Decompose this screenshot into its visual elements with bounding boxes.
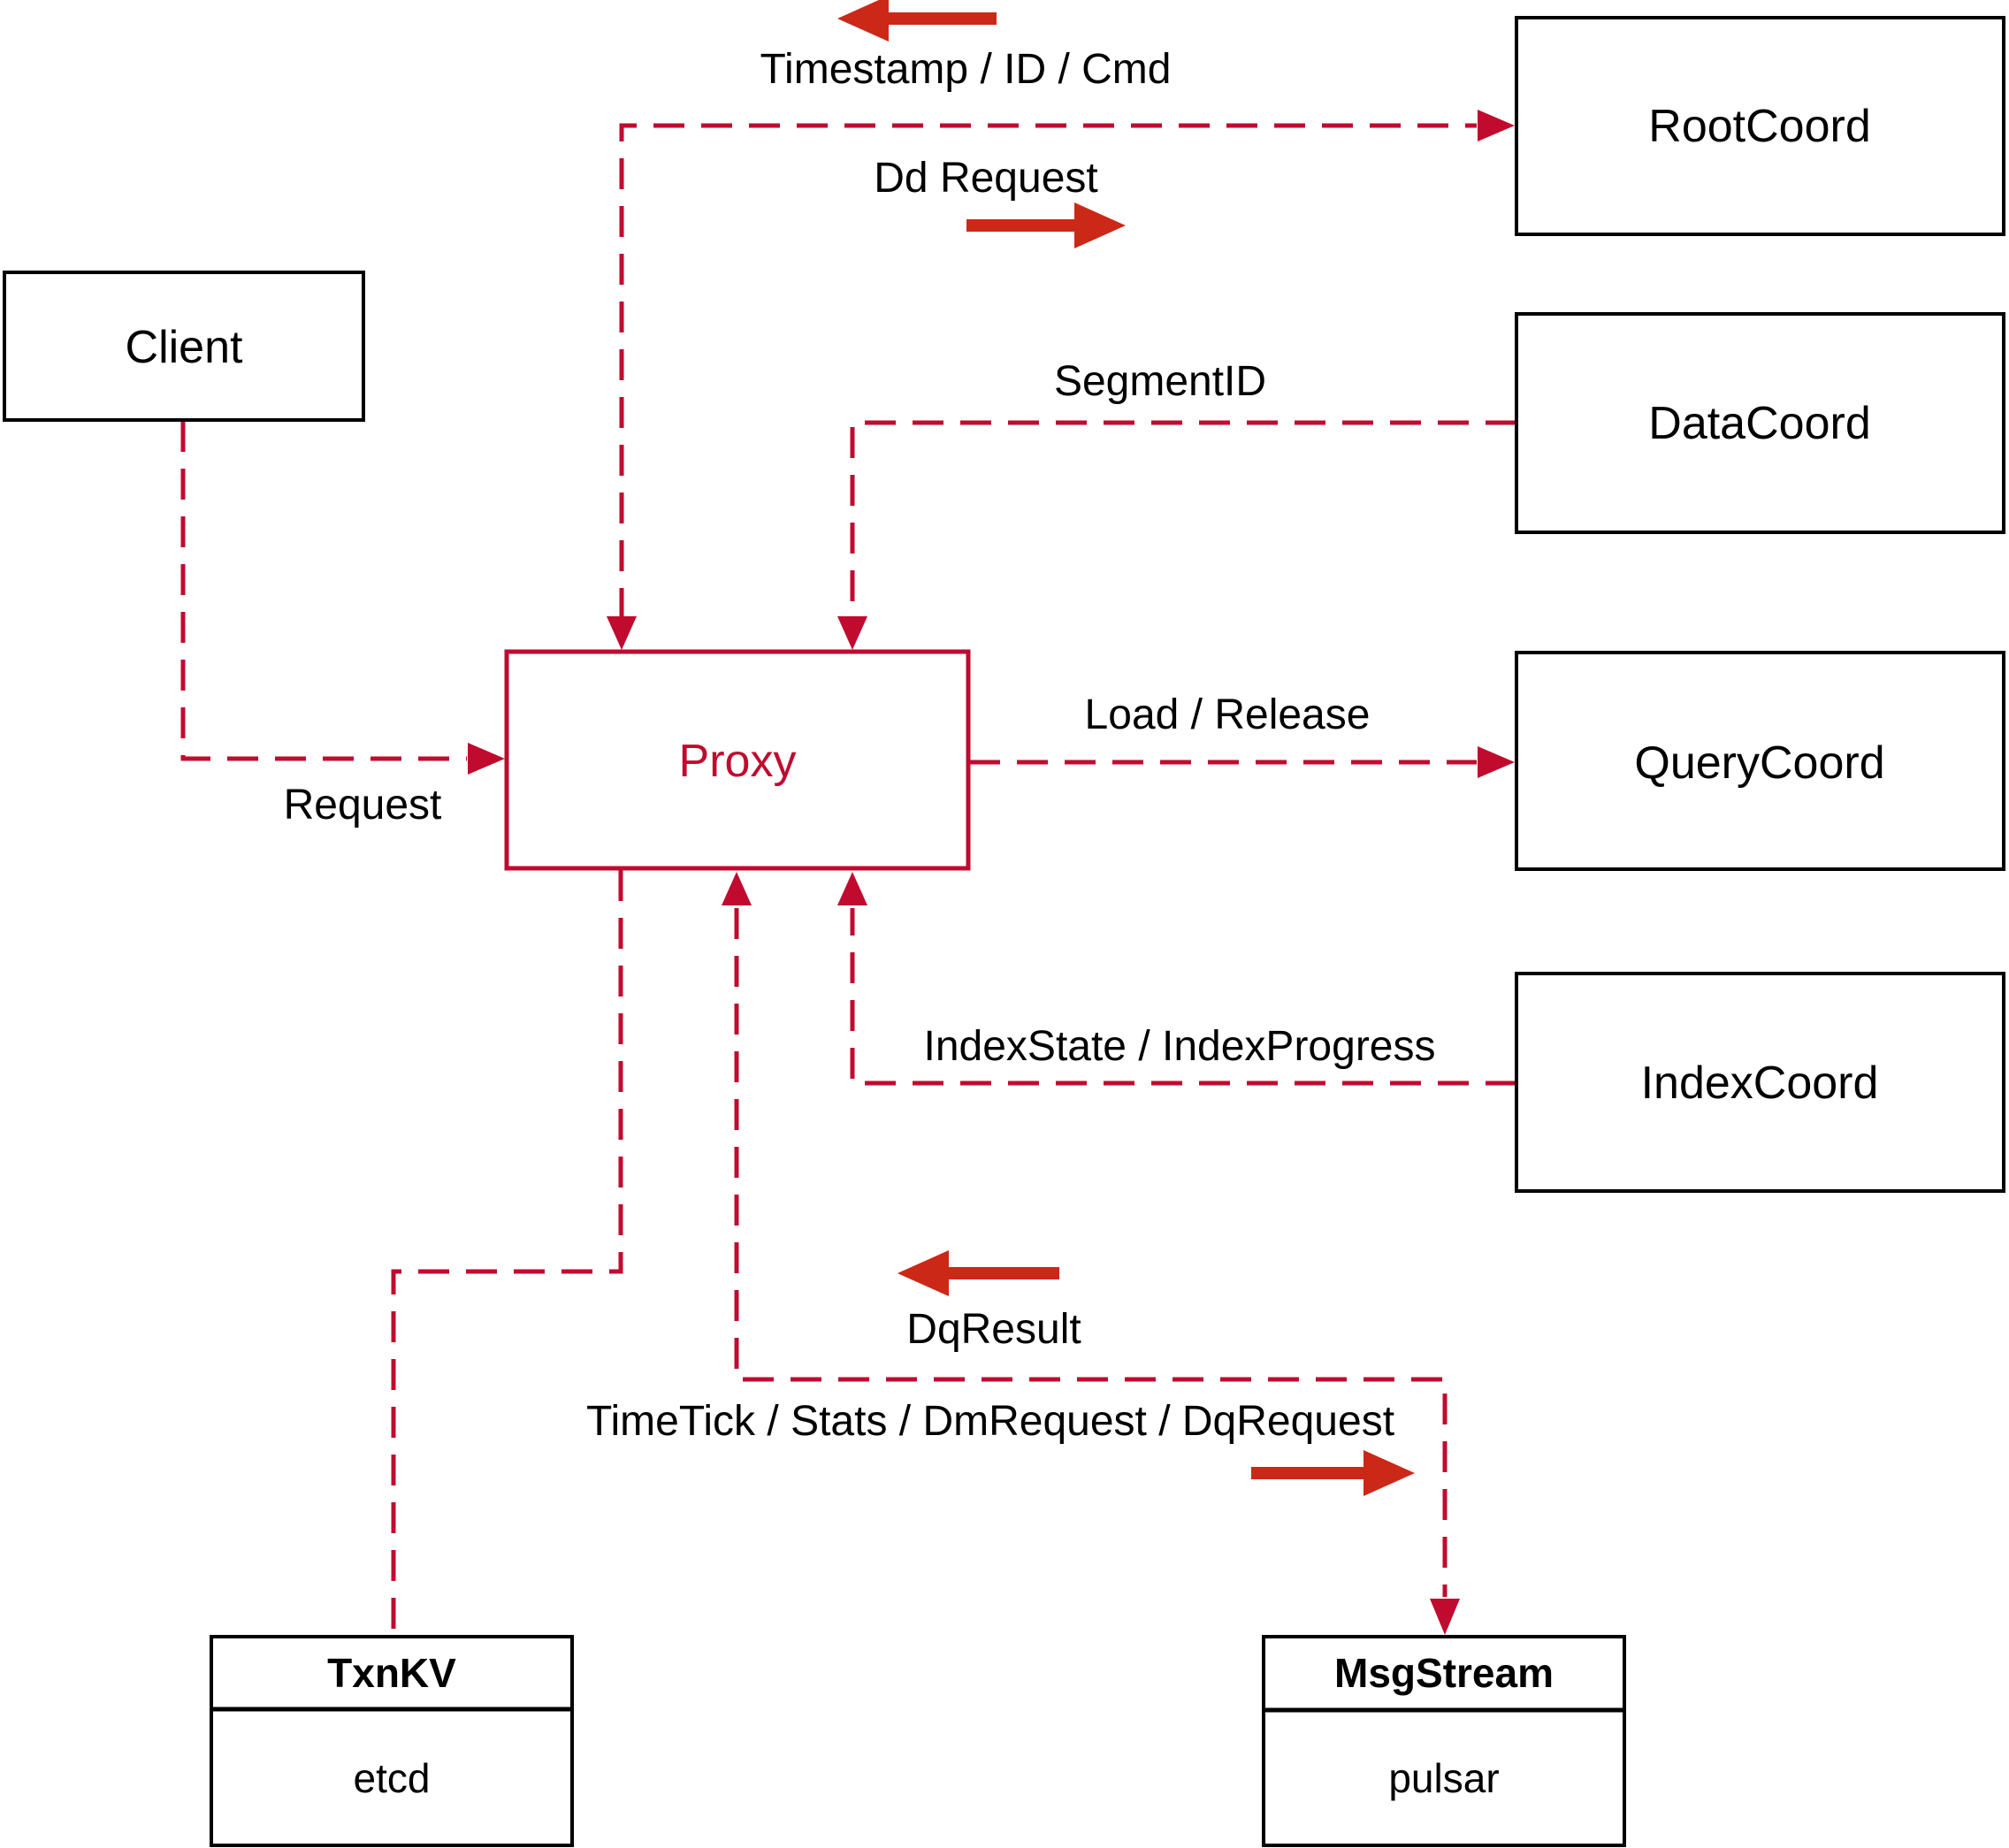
edge-label-dq-result: DqResult [906, 1306, 1081, 1353]
arrowhead-into-proxy-bottom-left [722, 872, 752, 905]
edge-label-index-state: IndexState / IndexProgress [924, 1023, 1436, 1070]
edge-label-load-release: Load / Release [1085, 691, 1371, 738]
msgstream-subtitle: pulsar [1388, 1755, 1499, 1801]
arrowhead-into-msgstream [1430, 1599, 1460, 1635]
msgstream-title: MsgStream [1334, 1650, 1554, 1696]
flow-arrow-right-dd-request-icon [966, 202, 1126, 248]
node-txnkv: TxnKV etcd [210, 1635, 574, 1847]
flow-arrow-left-timestamp-icon [837, 0, 997, 42]
edge-label-dd-request: Dd Request [874, 155, 1097, 202]
arrowhead-into-proxy-left [468, 743, 505, 775]
node-msgstream: MsgStream pulsar [1262, 1635, 1626, 1847]
node-datacoord: DataCoord [1515, 312, 2005, 534]
connector-arrowheads [468, 110, 1515, 1635]
arrowhead-into-proxy-top-left [607, 616, 637, 650]
connector-proxy-txnkv [391, 870, 623, 1635]
querycoord-box [1515, 651, 2005, 871]
rootcoord-box [1515, 16, 2005, 236]
indexcoord-label: IndexCoord [1641, 1058, 1879, 1109]
client-box [3, 271, 365, 422]
datacoord-box [1515, 312, 2005, 534]
node-querycoord: QueryCoord [1515, 651, 2005, 871]
txnkv-box [210, 1635, 574, 1847]
rootcoord-label: RootCoord [1648, 101, 1870, 152]
connector-proxy-rootcoord [619, 123, 1477, 619]
txnkv-title: TxnKV [327, 1650, 456, 1696]
flow-direction-arrows [837, 0, 1415, 1496]
datacoord-label: DataCoord [1648, 398, 1870, 449]
proxy-box [504, 649, 971, 871]
connector-client-proxy [180, 421, 467, 761]
node-rootcoord: RootCoord [1515, 16, 2005, 236]
connector-proxy-msgstream [734, 908, 1448, 1597]
querycoord-label: QueryCoord [1634, 737, 1884, 789]
edge-labels: Timestamp / ID / Cmd Dd Request SegmentI… [284, 46, 1436, 1445]
arrowhead-into-proxy-top-right [837, 616, 867, 650]
edge-label-timetick: TimeTick / Stats / DmRequest / DqRequest [586, 1398, 1394, 1445]
arrowhead-into-querycoord [1478, 746, 1515, 778]
arrowhead-into-rootcoord [1478, 110, 1515, 141]
flow-arrow-right-timetick-icon [1251, 1450, 1415, 1496]
proxy-label: Proxy [679, 736, 797, 787]
client-label: Client [126, 322, 243, 373]
flow-arrow-left-dq-result-icon [898, 1250, 1059, 1296]
arrowhead-into-proxy-bottom-right [837, 872, 867, 905]
txnkv-subtitle: etcd [354, 1755, 431, 1801]
edge-label-timestamp: Timestamp / ID / Cmd [760, 46, 1172, 93]
connector-lines [180, 123, 1516, 1635]
indexcoord-box [1515, 972, 2005, 1193]
node-client: Client [3, 271, 365, 422]
edge-label-request: Request [284, 782, 442, 829]
node-proxy: Proxy [504, 649, 971, 871]
connector-datacoord-proxy [850, 420, 1516, 619]
msgstream-box [1262, 1635, 1626, 1847]
node-indexcoord: IndexCoord [1515, 972, 2005, 1193]
connector-indexcoord-proxy [850, 908, 1516, 1086]
edge-label-segment-id: SegmentID [1054, 358, 1266, 405]
